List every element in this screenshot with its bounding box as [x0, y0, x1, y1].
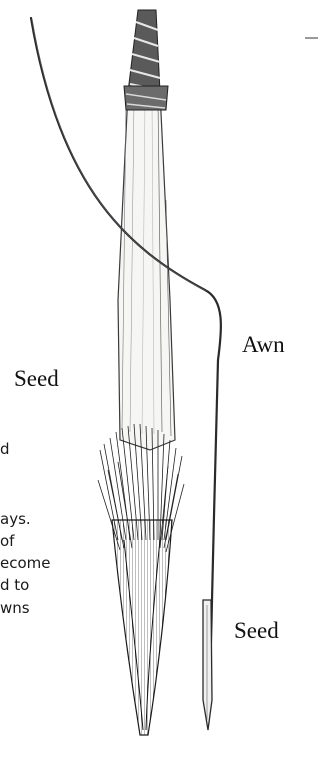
twisted-column — [124, 10, 168, 110]
right-seed — [203, 600, 212, 730]
seed-label-right: Seed — [234, 618, 279, 644]
stem-sheath — [118, 92, 175, 450]
seed-label-left: Seed — [14, 366, 59, 392]
awn-label: Awn — [242, 332, 285, 358]
left-seed — [112, 520, 172, 735]
